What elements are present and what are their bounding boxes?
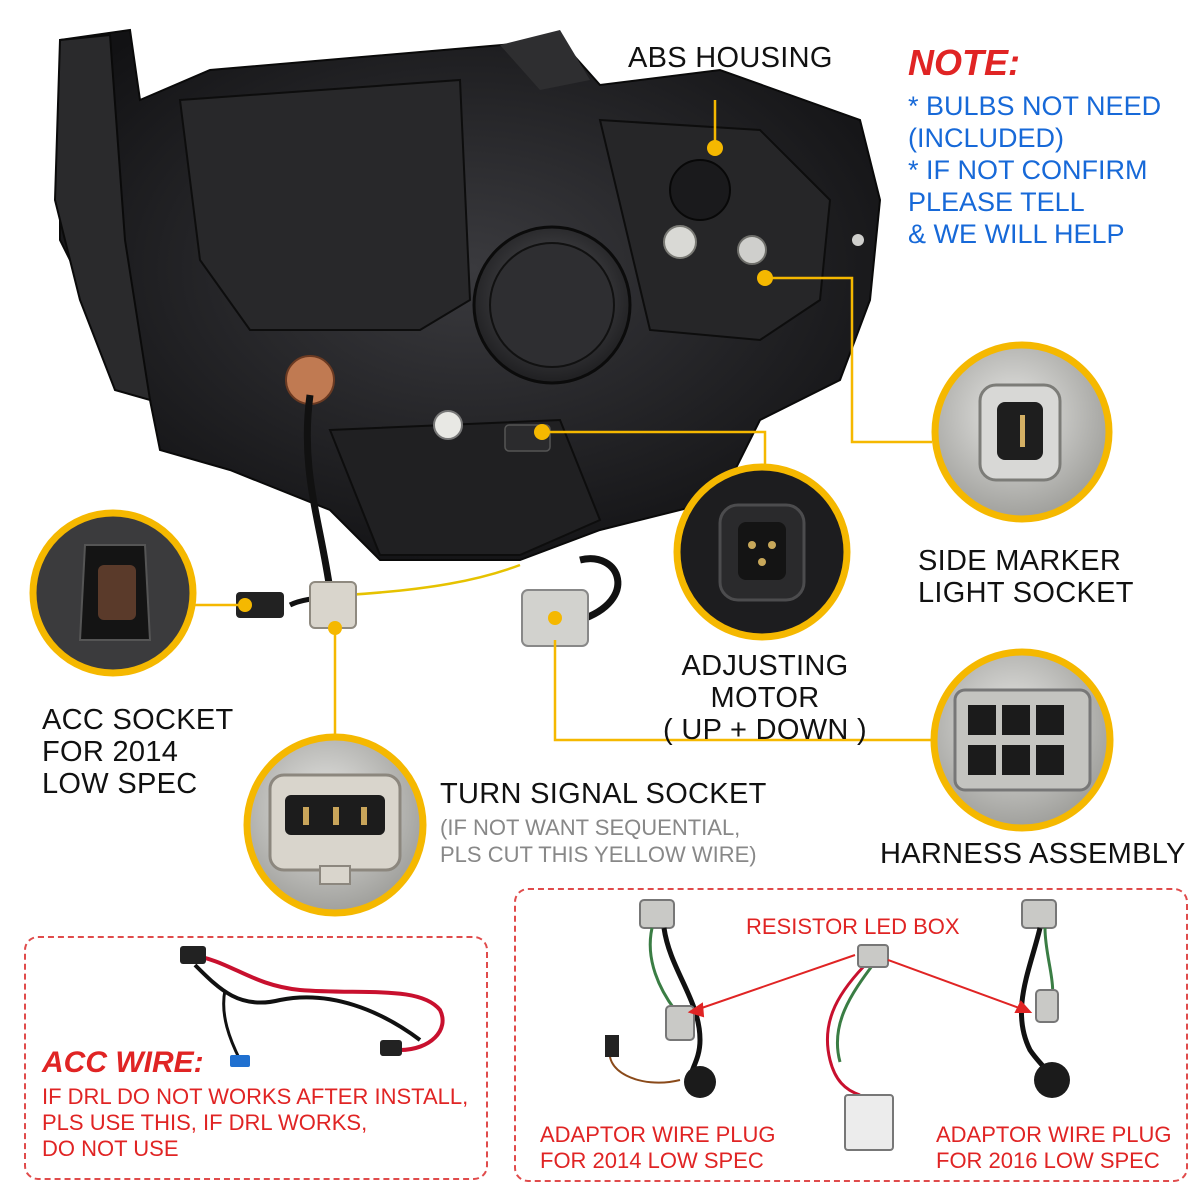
resistor-arrows (687, 954, 1033, 1018)
adaptor-plug-2014 (605, 899, 716, 1098)
acc-wire-text: IF DRL DO NOT WORKS AFTER INSTALL, PLS U… (42, 1084, 468, 1162)
note-line: * IF NOT CONFIRM (908, 155, 1148, 185)
label-line: FOR 2014 LOW SPEC (540, 1148, 764, 1173)
note-title: NOTE: (908, 42, 1020, 83)
note-line: * BULBS NOT NEED (908, 91, 1162, 121)
label-adjusting-motor: ADJUSTING MOTOR ( UP + DOWN ) (624, 650, 906, 746)
zoom-side-marker (931, 341, 1113, 523)
label-line: ACC SOCKET (42, 704, 234, 736)
label-line: ADJUSTING MOTOR (681, 650, 849, 714)
note-line: (INCLUDED) (908, 123, 1065, 153)
note-line: & WE WILL HELP (908, 219, 1125, 249)
label-line: LIGHT SOCKET (918, 577, 1134, 609)
zoom-adjusting-motor (673, 463, 851, 641)
acc-wire-line: PLS USE THIS, IF DRL WORKS, (42, 1110, 368, 1135)
label-line: FOR 2016 LOW SPEC (936, 1148, 1160, 1173)
zoom-turn-signal (243, 733, 427, 917)
zoom-acc-socket (29, 509, 197, 677)
label-line: ADAPTOR WIRE PLUG (540, 1122, 776, 1147)
acc-wire-title: ACC WIRE: (42, 1046, 204, 1079)
acc-wire-line: IF DRL DO NOT WORKS AFTER INSTALL, (42, 1084, 469, 1109)
label-turn-signal: TURN SIGNAL SOCKET (440, 778, 767, 810)
label-line: LOW SPEC (42, 768, 198, 800)
label-harness-assembly: HARNESS ASSEMBLY (880, 838, 1186, 870)
label-acc-socket: ACC SOCKET FOR 2014 LOW SPEC (42, 704, 234, 800)
resistor-box (825, 944, 894, 1151)
adaptor-plug-2016 (1018, 899, 1070, 1098)
acc-wire-line: DO NOT USE (42, 1136, 179, 1161)
label-side-marker: SIDE MARKER LIGHT SOCKET (918, 545, 1134, 609)
label-line: FOR 2014 (42, 736, 179, 768)
label-line: (IF NOT WANT SEQUENTIAL, (440, 815, 741, 840)
label-line: ( UP + DOWN ) (663, 714, 867, 746)
adaptor-box (514, 888, 1188, 1182)
acc-wire-box (24, 936, 488, 1180)
acc-plug (236, 592, 284, 618)
note-body: * BULBS NOT NEED (INCLUDED) * IF NOT CON… (908, 90, 1161, 250)
wiring (288, 394, 622, 624)
label-resistor-led-box: RESISTOR LED BOX (746, 914, 960, 939)
label-line: ADAPTOR WIRE PLUG (936, 1122, 1172, 1147)
headlight-housing (53, 28, 882, 561)
label-adaptor-2014: ADAPTOR WIRE PLUG FOR 2014 LOW SPEC (540, 1122, 776, 1174)
zoom-harness (930, 648, 1114, 832)
acc-wire-harness (180, 946, 445, 1067)
label-abs-housing: ABS HOUSING (628, 42, 833, 74)
label-line: PLS CUT THIS YELLOW WIRE) (440, 842, 757, 867)
turn-signal-plug (309, 581, 357, 629)
label-adaptor-2016: ADAPTOR WIRE PLUG FOR 2016 LOW SPEC (936, 1122, 1172, 1174)
turn-signal-note: (IF NOT WANT SEQUENTIAL, PLS CUT THIS YE… (440, 814, 757, 868)
label-line: SIDE MARKER (918, 545, 1122, 577)
callout-dots (238, 140, 773, 635)
note-line: PLEASE TELL (908, 187, 1085, 217)
